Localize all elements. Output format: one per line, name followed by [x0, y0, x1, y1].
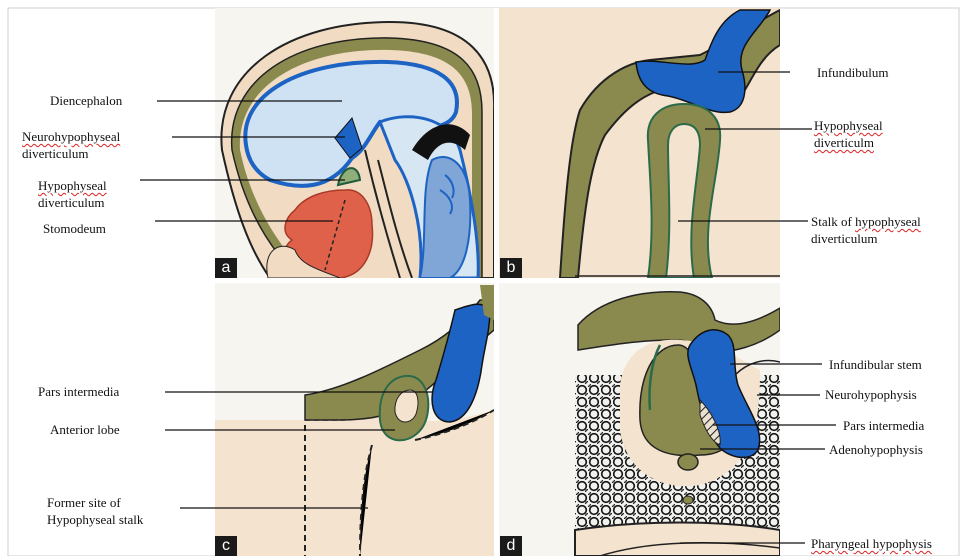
label-infundibulum: Infundibulum — [817, 64, 889, 81]
label-pars-intermedia-d: Pars intermedia — [843, 417, 924, 434]
label-stalk-line2: diverticulum — [811, 231, 877, 246]
label-anterior-lobe: Anterior lobe — [50, 421, 120, 438]
label-hypophyseal-b-line1: Hypophyseal — [814, 118, 883, 133]
label-stomodeum: Stomodeum — [43, 220, 106, 237]
panel-letter-d: d — [500, 536, 522, 556]
label-hypophyseal-diverticulm-b: Hypophyseal diverticulm — [814, 117, 883, 151]
panel-letter-c: c — [215, 536, 237, 556]
label-hypophyseal-a-line2: diverticulum — [38, 195, 104, 210]
label-infundibular-stem: Infundibular stem — [829, 356, 922, 373]
label-pharyngeal-hypophysis: Pharyngeal hypophysis — [811, 535, 932, 552]
panel-c-drawing — [215, 283, 494, 556]
label-neurohypophysis: Neurohypophysis — [825, 386, 917, 403]
label-stalk-line1-a: Stalk of — [811, 214, 855, 229]
label-former-line2: Hypophyseal stalk — [47, 512, 143, 527]
horizontal-divider — [215, 278, 780, 283]
label-hypophyseal-diverticulum-a: Hypophyseal diverticulum — [38, 177, 107, 211]
label-hypophyseal-a-line1: Hypophyseal — [38, 178, 107, 193]
panel-letter-a: a — [215, 258, 237, 278]
panel-b-drawing — [499, 8, 780, 278]
panel-d-drawing — [499, 283, 780, 556]
label-neurohypophyseal-diverticulum: Neurohypophyseal diverticulum — [22, 128, 120, 162]
panel-letter-b: b — [500, 258, 522, 278]
panel-a-drawing — [215, 8, 494, 278]
label-neurohypophyseal-line1: Neurohypophyseal — [22, 129, 120, 144]
label-stalk-of-hypophyseal-diverticulum: Stalk of hypophyseal diverticulum — [811, 213, 921, 247]
label-hypophyseal-b-line2: diverticulm — [814, 135, 874, 150]
label-former-line1: Former site of — [47, 495, 121, 510]
label-adenohypophysis: Adenohypophysis — [829, 441, 923, 458]
label-neurohypophyseal-line2: diverticulum — [22, 146, 88, 161]
label-pars-intermedia-c: Pars intermedia — [38, 383, 119, 400]
label-pharyngeal-text: Pharyngeal hypophysis — [811, 536, 932, 551]
label-former-site: Former site of Hypophyseal stalk — [47, 494, 143, 528]
label-diencephalon: Diencephalon — [50, 92, 122, 109]
label-stalk-line1-b: hypophyseal — [855, 214, 921, 229]
